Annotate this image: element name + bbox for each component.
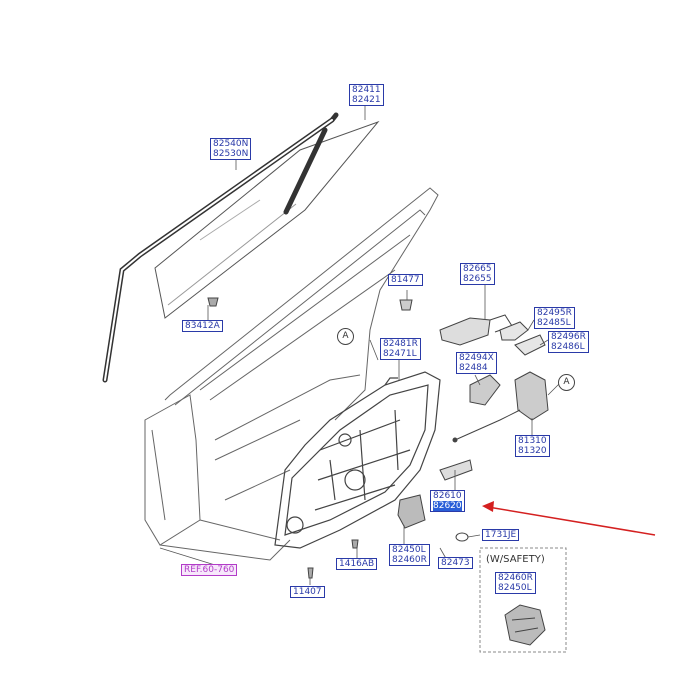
door-frame: [144, 187, 439, 561]
safety-box: [479, 547, 567, 653]
outside-handle-parts: [207, 297, 549, 579]
part-label-11407[interactable]: 11407: [290, 586, 325, 598]
safety-caption: (W/SAFETY): [486, 554, 545, 565]
part-label-1416ab[interactable]: 1416AB: [336, 558, 378, 570]
red-arrow: [482, 501, 656, 536]
door-glass: [154, 120, 380, 319]
part-label-83412a[interactable]: 83412A: [182, 320, 223, 332]
leader-lines: [159, 105, 561, 585]
part-label-1731je[interactable]: 1731JE: [482, 529, 520, 541]
part-label-82473[interactable]: 82473: [438, 557, 473, 569]
callout-a-left: A: [337, 328, 354, 345]
callout-a-right: A: [558, 374, 575, 391]
part-label-81477[interactable]: 81477: [388, 274, 423, 286]
door-module-panel: [274, 371, 441, 549]
safety-motor: [504, 604, 546, 646]
reference-label[interactable]: REF.60-760: [181, 564, 238, 576]
